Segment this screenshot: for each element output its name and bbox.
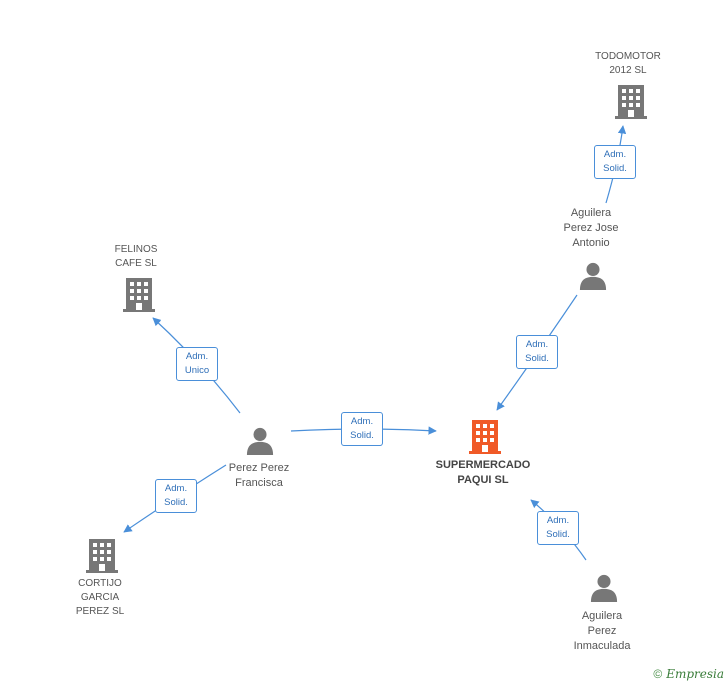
edge-label-perez_francisca-to-cortijo[interactable]: Adm. Solid.: [155, 479, 197, 513]
node-label-perez_francisca[interactable]: Perez Perez Francisca: [228, 462, 290, 489]
cortijo-building-icon[interactable]: [86, 539, 118, 573]
copyright-icon: ©: [653, 667, 663, 681]
brand-logo: Empresia: [666, 667, 724, 681]
edge-label-aguilera_jose-to-todomotor[interactable]: Adm. Solid.: [594, 145, 636, 179]
node-label-felinos[interactable]: FELINOS CAFE SL: [114, 244, 158, 269]
aguilera_jose-person-icon[interactable]: [579, 262, 607, 290]
felinos-building-icon[interactable]: [123, 278, 155, 312]
node-label-cortijo[interactable]: CORTIJO GARCIA PEREZ SL: [75, 578, 125, 617]
supermercado-building-icon[interactable]: [469, 420, 501, 454]
perez_francisca-person-icon[interactable]: [246, 427, 274, 455]
edge-label-aguilera_jose-to-supermercado[interactable]: Adm. Solid.: [516, 335, 558, 369]
edge-label-perez_francisca-to-felinos[interactable]: Adm. Unico: [176, 347, 218, 381]
node-label-aguilera_inma[interactable]: Aguilera Perez Inmaculada: [573, 610, 631, 652]
node-label-aguilera_jose[interactable]: Aguilera Perez Jose Antonio: [563, 207, 619, 249]
aguilera_inma-person-icon[interactable]: [590, 574, 618, 602]
edge-label-perez_francisca-to-supermercado[interactable]: Adm. Solid.: [341, 412, 383, 446]
footer[interactable]: ©Empresia: [653, 667, 724, 681]
node-label-todomotor[interactable]: TODOMOTOR 2012 SL: [595, 51, 661, 76]
node-label-supermercado[interactable]: SUPERMERCADO PAQUI SL: [435, 459, 531, 486]
todomotor-building-icon[interactable]: [615, 85, 647, 119]
edge-label-aguilera_inma-to-supermercado[interactable]: Adm. Solid.: [537, 511, 579, 545]
